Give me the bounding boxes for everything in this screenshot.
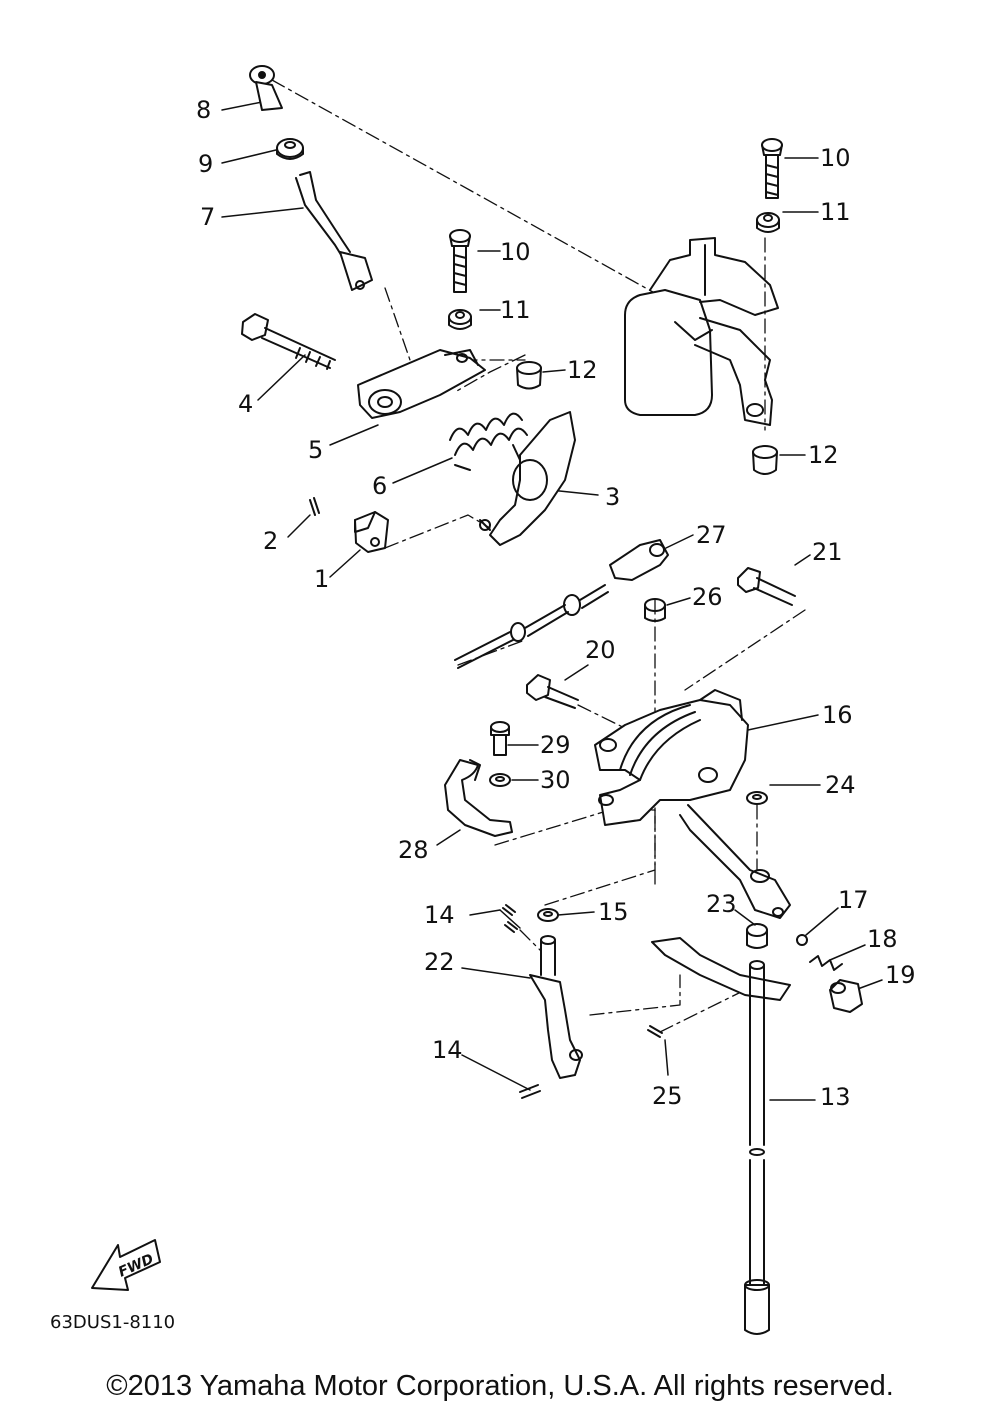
part-29-bolt — [490, 721, 510, 756]
part-12-cap-right — [752, 445, 778, 475]
part-5-lever — [357, 349, 486, 419]
callout: 26 — [692, 583, 723, 611]
part-3-cam — [479, 411, 576, 546]
callout: 28 — [398, 836, 429, 864]
callout: 12 — [567, 356, 598, 384]
callout: 11 — [820, 198, 851, 226]
part-28-clamp — [444, 759, 513, 837]
callout: 29 — [540, 731, 571, 759]
callout: 30 — [540, 766, 571, 794]
callout: 21 — [812, 538, 843, 566]
callout: 14 — [432, 1036, 463, 1064]
part-11-nut-right — [756, 212, 780, 233]
part-4-bolt — [241, 313, 336, 370]
part-24-washer — [746, 791, 768, 805]
carburetor-housing — [624, 237, 779, 426]
part-9-nut — [276, 138, 304, 160]
fwd-arrow-icon — [91, 1239, 161, 1291]
callout: 17 — [838, 886, 869, 914]
part-10-bolt-right — [761, 138, 783, 199]
shift-cable — [454, 584, 609, 669]
callout: 12 — [808, 441, 839, 469]
callout: 7 — [200, 203, 215, 231]
callout: 15 — [598, 898, 629, 926]
part-14-clips — [502, 904, 541, 1099]
callout: 25 — [652, 1082, 683, 1110]
callout: 10 — [500, 238, 531, 266]
callout: 24 — [825, 771, 856, 799]
part-23-collar — [746, 923, 768, 949]
callout: 20 — [585, 636, 616, 664]
part-20-bolt — [526, 674, 579, 709]
callout: 8 — [196, 96, 211, 124]
leader-lines — [221, 101, 883, 1101]
part-21-bolt — [737, 567, 796, 606]
callout: 5 — [308, 436, 323, 464]
part-18-spring — [809, 955, 843, 971]
part-11-nut — [448, 309, 472, 330]
copyright-notice: ©2013 Yamaha Motor Corporation, U.S.A. A… — [106, 1370, 894, 1402]
callout: 19 — [885, 961, 916, 989]
callout: 18 — [867, 925, 898, 953]
callout: 14 — [424, 901, 455, 929]
callout: 22 — [424, 948, 455, 976]
part-25-pin — [647, 937, 791, 1038]
callout: 23 — [706, 890, 737, 918]
part-17-ball — [796, 934, 808, 946]
part-19-plug — [829, 979, 863, 1013]
callout: 1 — [314, 565, 329, 593]
callout: 11 — [500, 296, 531, 324]
part-8-cable-end — [249, 65, 283, 111]
part-16-shift-bracket — [594, 689, 791, 919]
callout: 9 — [198, 150, 213, 178]
part-26-collar — [644, 598, 666, 622]
callout: 6 — [372, 472, 387, 500]
part-1-joint — [354, 511, 389, 553]
part-30-washer — [489, 773, 511, 787]
callout: 13 — [820, 1083, 851, 1111]
part-7-link-rod — [295, 171, 373, 291]
callout-labels: 8 9 7 10 11 4 12 5 6 3 2 1 10 11 12 27 2… — [196, 96, 916, 1111]
callout: 16 — [822, 701, 853, 729]
callout: 3 — [605, 483, 620, 511]
callout: 4 — [238, 390, 253, 418]
callout: 2 — [263, 527, 278, 555]
part-6-spring — [449, 412, 528, 471]
part-13-shift-rod — [744, 960, 770, 1335]
diagram-code: 63DUS1-8110 — [50, 1312, 175, 1333]
part-15-collar — [537, 908, 559, 922]
part-10-bolt — [449, 229, 471, 293]
part-22-shift-arm — [529, 935, 583, 1079]
callout: 27 — [696, 521, 727, 549]
part-27-joint — [609, 539, 669, 581]
part-2-pin — [309, 497, 320, 516]
part-12-cap — [516, 361, 542, 390]
callout: 10 — [820, 144, 851, 172]
